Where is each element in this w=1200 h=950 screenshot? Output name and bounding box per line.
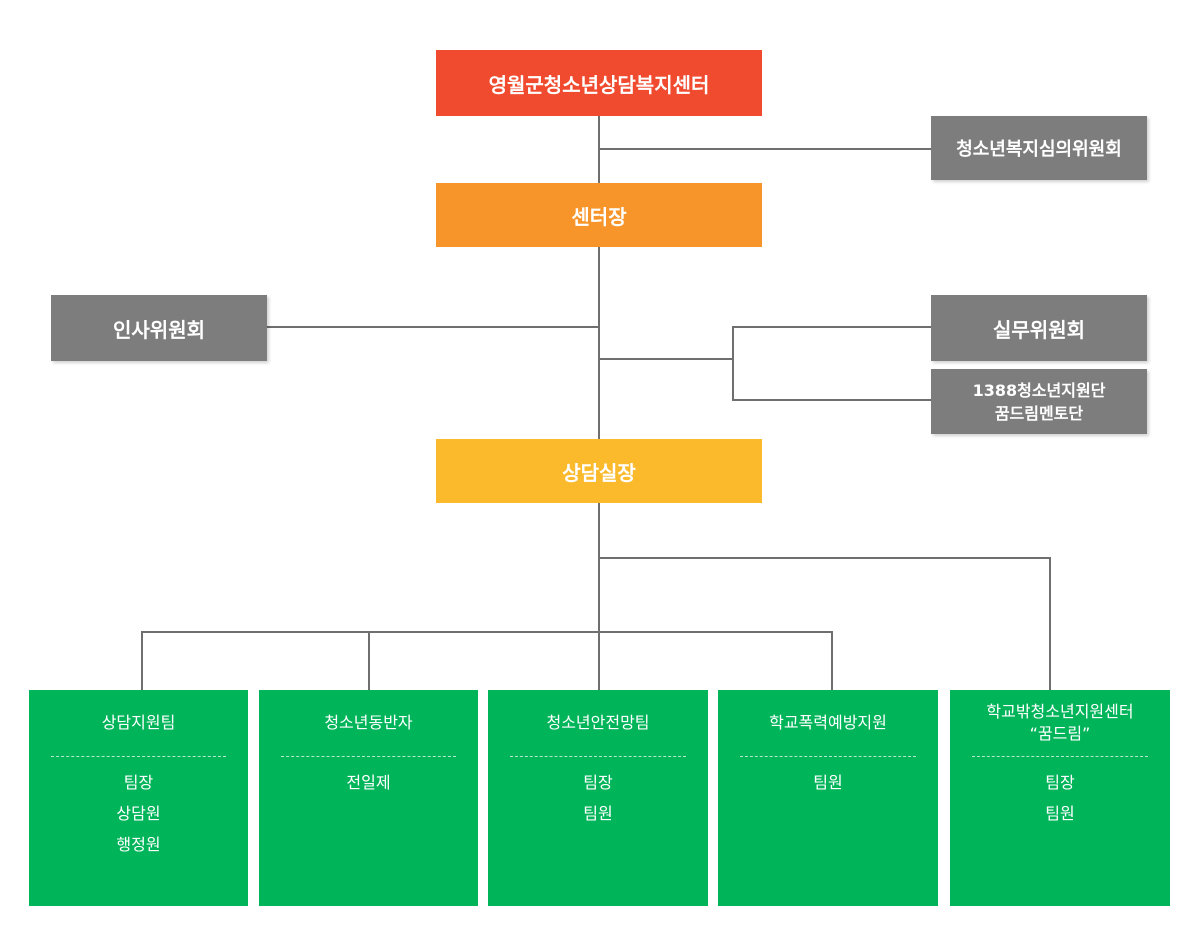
support-group-line-1: 1388청소년지원단 xyxy=(972,380,1106,400)
connector-welfare-committee xyxy=(598,148,932,150)
team-divider xyxy=(51,756,226,757)
team-name: 청소년동반자 xyxy=(324,713,413,732)
personnel-committee-label: 인사위원회 xyxy=(113,317,205,342)
working-committee-label: 실무위원회 xyxy=(993,317,1085,342)
counsel-chief-label: 상담실장 xyxy=(562,460,636,485)
connector-team-3 xyxy=(598,631,600,690)
connector-teams-bar xyxy=(141,631,833,633)
team-role: 팀장 xyxy=(1045,773,1075,792)
center-label: 영월군청소년상담복지센터 xyxy=(488,72,710,97)
team-youth-safety-net: 청소년안전망팀 팀장 팀원 xyxy=(488,690,708,906)
welfare-committee-box: 청소년복지심의위원회 xyxy=(931,116,1147,180)
connector-working-committee xyxy=(732,326,932,328)
connector-center-to-director xyxy=(598,116,600,184)
team-name: 상담지원팀 xyxy=(101,713,176,732)
team-divider xyxy=(510,756,686,757)
team-role: 팀장 xyxy=(123,773,154,792)
director-label: 센터장 xyxy=(571,204,627,229)
personnel-committee-box: 인사위원회 xyxy=(51,295,267,361)
welfare-committee-label: 청소년복지심의위원회 xyxy=(956,139,1122,160)
working-committee-box: 실무위원회 xyxy=(931,295,1147,361)
team-role: 팀원 xyxy=(583,804,613,823)
team-roles: 팀장 팀원 xyxy=(488,767,708,829)
team-out-of-school-center: 학교밖청소년지원센터 “꿈드림” 팀장 팀원 xyxy=(950,690,1170,906)
director-box: 센터장 xyxy=(436,183,762,247)
connector-support-group xyxy=(732,399,932,401)
team-counseling-support: 상담지원팀 팀장 상담원 행정원 xyxy=(29,690,248,906)
team-roles: 팀장 팀원 xyxy=(950,767,1170,829)
team-roles: 팀장 상담원 행정원 xyxy=(29,767,248,860)
connector-team-1 xyxy=(141,631,143,690)
team-name: 학교밖청소년지원센터 “꿈드림” xyxy=(986,702,1134,743)
team-role: 전일제 xyxy=(346,773,391,792)
team-roles: 전일제 xyxy=(259,767,478,798)
connector-dreams-vertical xyxy=(1049,557,1051,690)
team-role: 상담원 xyxy=(116,804,161,823)
connector-personnel-committee xyxy=(267,326,600,328)
support-group-line-2: 꿈드림멘토단 xyxy=(994,403,1084,423)
team-divider xyxy=(740,756,916,757)
team-divider xyxy=(972,756,1148,757)
team-role: 팀장 xyxy=(583,773,613,792)
team-role: 행정원 xyxy=(116,835,161,854)
team-name: 학교폭력예방지원 xyxy=(769,713,887,732)
counsel-chief-box: 상담실장 xyxy=(436,439,762,503)
team-divider xyxy=(281,756,456,757)
center-box: 영월군청소년상담복지센터 xyxy=(436,50,762,116)
support-group-box: 1388청소년지원단 꿈드림멘토단 xyxy=(931,369,1147,434)
connector-chief-down xyxy=(598,503,600,633)
connector-team-4 xyxy=(831,631,833,690)
team-role: 팀원 xyxy=(813,773,843,792)
connector-team-2 xyxy=(368,631,370,690)
team-youth-companion: 청소년동반자 전일제 xyxy=(259,690,478,906)
team-school-violence-prevention: 학교폭력예방지원 팀원 xyxy=(718,690,938,906)
team-roles: 팀원 xyxy=(718,767,938,798)
connector-director-to-chief xyxy=(598,247,600,439)
connector-side-vertical xyxy=(732,326,734,401)
team-name: 청소년안전망팀 xyxy=(546,713,650,732)
connector-side-branch xyxy=(598,358,734,360)
team-role: 팀원 xyxy=(1045,804,1075,823)
connector-dreams-branch xyxy=(598,557,1051,559)
